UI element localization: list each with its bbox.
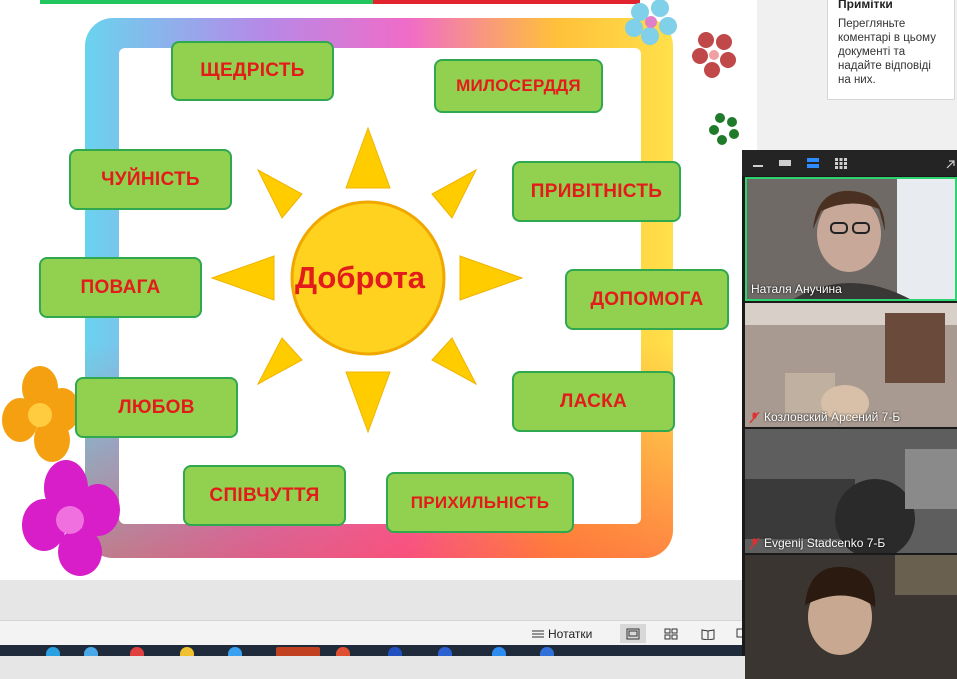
participant-name: Козловский Арсений 7-Б bbox=[749, 410, 900, 424]
flower-decoration-green bbox=[709, 113, 739, 145]
taskbar-app-icon[interactable] bbox=[336, 647, 350, 656]
minimize-icon[interactable] bbox=[752, 157, 764, 169]
slide-canvas[interactable]: Доброта ЩЕДРІСТЬ МИЛОСЕРДДЯ ЧУЙНІСТЬ ПРИ… bbox=[0, 0, 757, 580]
word-box-povaha: ПОВАГА bbox=[39, 257, 202, 318]
windows-taskbar bbox=[0, 645, 957, 656]
taskbar-app-icon[interactable] bbox=[540, 647, 554, 656]
participant-name: Evgenij Stadcenko 7-Б bbox=[749, 536, 885, 550]
participant-video bbox=[747, 179, 955, 299]
participant-tile[interactable]: Козловский Арсений 7-Б bbox=[745, 303, 957, 427]
word-box-prykhylnist: ПРИХИЛЬНІСТЬ bbox=[386, 472, 574, 533]
participant-video bbox=[745, 429, 957, 553]
comments-info-card: Примітки Перегляньте коментарі в цьому д… bbox=[827, 0, 955, 100]
taskbar-app-icon[interactable] bbox=[130, 647, 144, 656]
word-box-myloserdia: МИЛОСЕРДДЯ bbox=[434, 59, 603, 113]
participant-name: Наталя Анучина bbox=[751, 282, 842, 296]
normal-view-icon bbox=[626, 628, 640, 639]
word-box-pryvitnist: ПРИВІТНІСТЬ bbox=[512, 161, 681, 222]
word-box-dopomoha: ДОПОМОГА bbox=[565, 269, 729, 330]
participant-video bbox=[745, 303, 957, 427]
flower-decoration-pink bbox=[22, 460, 120, 576]
participant-tile[interactable]: Evgenij Stadcenko 7-Б bbox=[745, 429, 957, 553]
participant-tile[interactable]: Наталя Анучина bbox=[745, 177, 957, 301]
word-box-chuinist: ЧУЙНІСТЬ bbox=[69, 149, 232, 210]
flower-decoration-orange bbox=[2, 366, 80, 462]
word-box-laska: ЛАСКА bbox=[512, 371, 675, 432]
comments-message: Перегляньте коментарі в цьому документі … bbox=[838, 18, 936, 86]
comments-pane: Примітки Перегляньте коментарі в цьому д… bbox=[757, 0, 957, 150]
flower-decoration-right bbox=[692, 32, 736, 78]
word-box-shchedrist: ЩЕДРІСТЬ bbox=[171, 41, 334, 101]
notes-icon bbox=[532, 630, 544, 638]
taskbar-app-icon[interactable] bbox=[46, 647, 60, 656]
slide-progress-bar bbox=[40, 0, 640, 4]
collapse-icon[interactable] bbox=[946, 157, 956, 169]
participant-tile[interactable] bbox=[745, 555, 957, 679]
notes-label: Нотатки bbox=[548, 627, 593, 641]
taskbar-app-icon[interactable] bbox=[388, 647, 402, 656]
microphone-muted-icon bbox=[749, 537, 760, 549]
slide-sorter-icon bbox=[664, 628, 678, 639]
word-box-spivchuttia: СПІВЧУТТЯ bbox=[183, 465, 346, 526]
video-panel-toolbar bbox=[742, 150, 957, 176]
sun-circle bbox=[290, 200, 446, 356]
thumbnail-icon[interactable] bbox=[778, 157, 792, 169]
reading-view-icon bbox=[701, 628, 715, 640]
taskbar-app-icon[interactable] bbox=[438, 647, 452, 656]
normal-view-button[interactable] bbox=[620, 624, 646, 643]
microphone-muted-icon bbox=[749, 411, 760, 423]
gallery-view-icon[interactable] bbox=[834, 157, 848, 169]
center-word: Доброта bbox=[294, 260, 426, 295]
taskbar-powerpoint-icon[interactable] bbox=[276, 647, 320, 656]
flower-decoration-top bbox=[625, 0, 677, 45]
taskbar-app-icon[interactable] bbox=[84, 647, 98, 656]
sun-illustration bbox=[2, 0, 739, 576]
taskbar-app-icon[interactable] bbox=[228, 647, 242, 656]
taskbar-app-icon[interactable] bbox=[492, 647, 506, 656]
word-box-liubov: ЛЮБОВ bbox=[75, 377, 238, 438]
taskbar-app-icon[interactable] bbox=[180, 647, 194, 656]
comments-title: Примітки bbox=[838, 0, 893, 11]
video-conference-panel: Наталя Анучина Козловский Арсений 7-Б Ev… bbox=[742, 150, 957, 679]
reading-view-button[interactable] bbox=[695, 624, 721, 643]
sun-rays bbox=[210, 126, 524, 434]
participant-video bbox=[745, 555, 957, 679]
slide-sorter-button[interactable] bbox=[658, 624, 684, 643]
speaker-view-icon[interactable] bbox=[806, 157, 820, 169]
notes-button[interactable]: Нотатки bbox=[532, 625, 592, 643]
status-bar: Нотатки bbox=[0, 620, 757, 646]
